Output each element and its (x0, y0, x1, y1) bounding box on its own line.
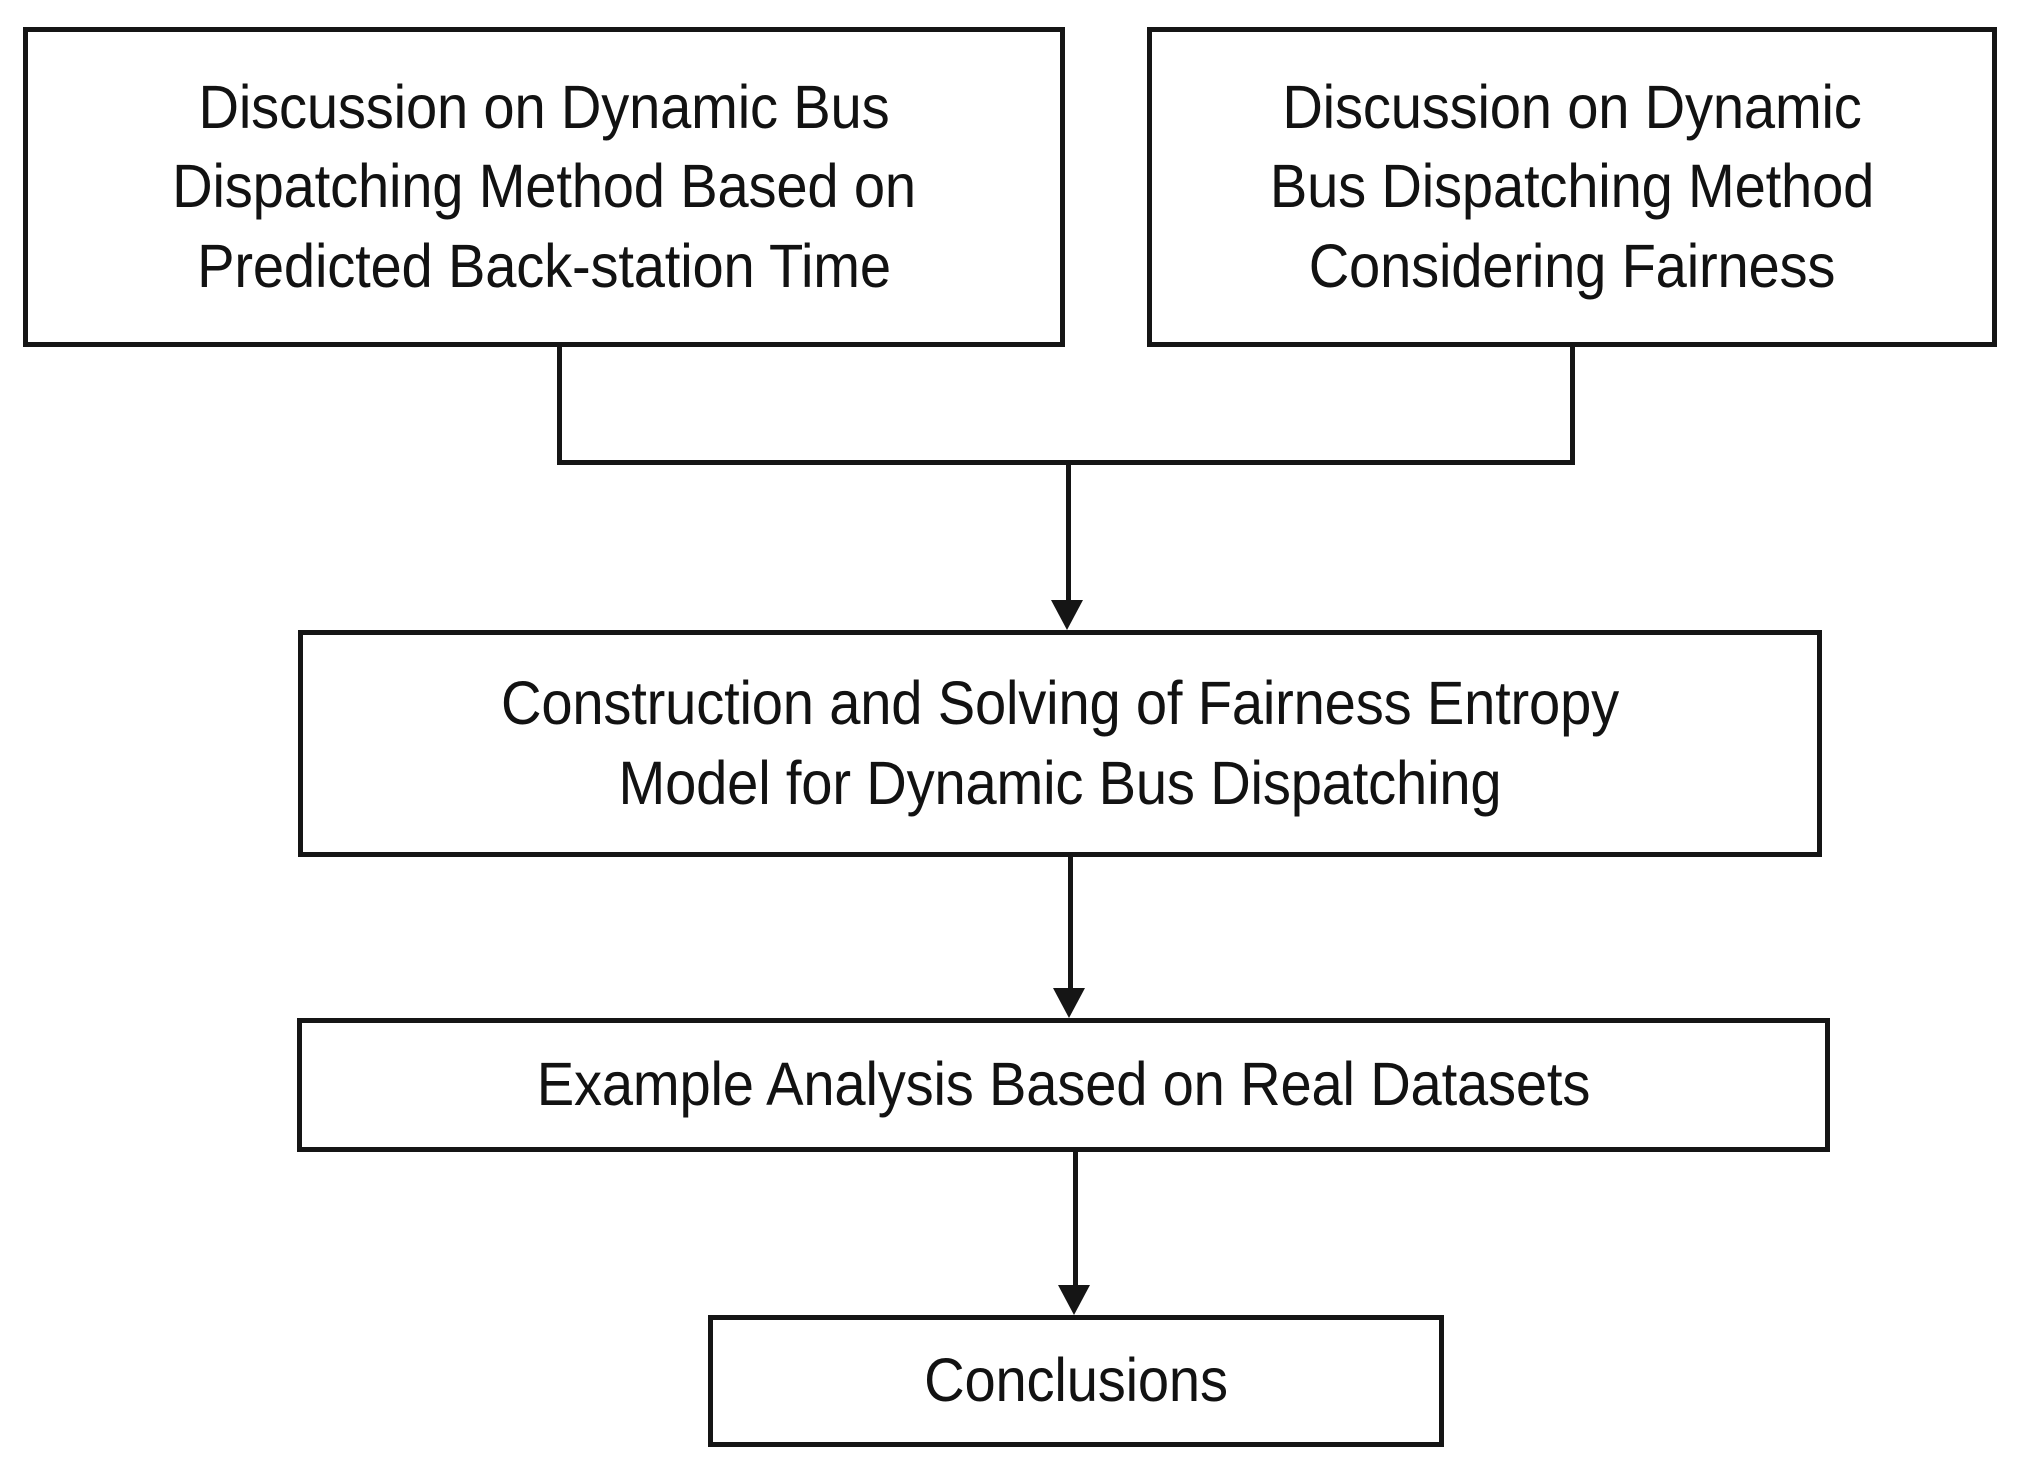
connector-line-to-conclusions (1073, 1152, 1078, 1288)
flow-node-conclusions: Conclusions (708, 1315, 1444, 1447)
arrowhead-icon-to-conclusions (1058, 1285, 1090, 1315)
flow-node-label: Discussion on Dynamic Bus Dispatching Me… (172, 73, 916, 300)
flow-node-label: Discussion on Dynamic Bus Dispatching Me… (1269, 73, 1875, 300)
flow-node-considering-fairness: Discussion on Dynamic Bus Dispatching Me… (1147, 27, 1997, 347)
connector-line-to-example-analysis (1068, 857, 1073, 991)
flow-node-predicted-back-station-time: Discussion on Dynamic Bus Dispatching Me… (23, 27, 1065, 347)
flow-node-example-analysis: Example Analysis Based on Real Datasets (297, 1018, 1830, 1152)
connector-stem-from-predicted-time (557, 347, 562, 465)
arrowhead-icon-to-entropy-model (1051, 600, 1083, 630)
flow-node-label: Construction and Solving of Fairness Ent… (500, 669, 1620, 817)
flow-node-label: Conclusions (924, 1346, 1228, 1415)
connector-line-to-entropy-model (1066, 465, 1071, 603)
connector-stem-from-fairness (1570, 347, 1575, 465)
arrowhead-icon-to-example-analysis (1053, 988, 1085, 1018)
flow-node-fairness-entropy-model: Construction and Solving of Fairness Ent… (298, 630, 1822, 857)
flow-node-label: Example Analysis Based on Real Datasets (536, 1050, 1591, 1119)
connector-merge-bridge (557, 460, 1575, 465)
